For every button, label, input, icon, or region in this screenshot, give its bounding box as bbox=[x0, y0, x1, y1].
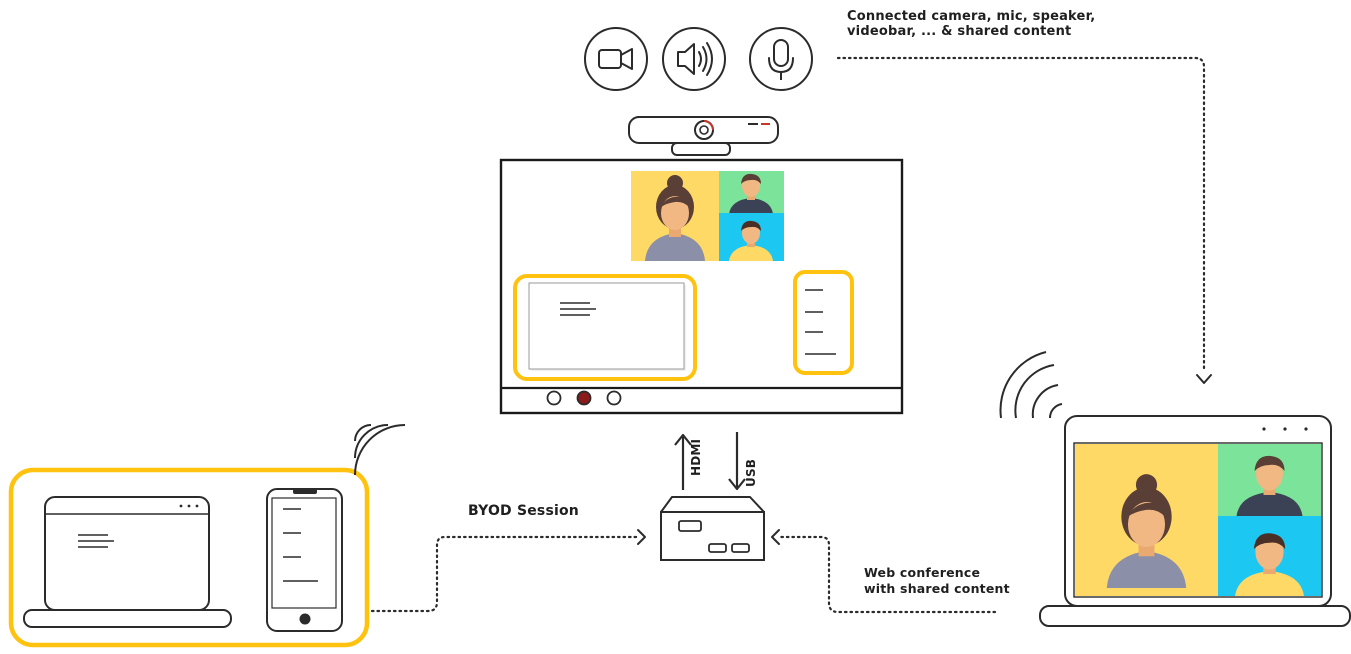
peripherals-label-line1: Connected camera, mic, speaker, bbox=[847, 9, 1096, 24]
arrowhead-left bbox=[771, 529, 780, 545]
shared-phone-highlight bbox=[793, 270, 854, 375]
byod-devices-highlight bbox=[8, 467, 370, 648]
speaker-icon bbox=[662, 27, 726, 91]
wifi-icon bbox=[999, 351, 1063, 419]
arrowhead-down bbox=[1196, 374, 1212, 384]
wifi-icon bbox=[354, 424, 406, 476]
shared-window-highlight bbox=[513, 274, 697, 381]
hdmi-arrow bbox=[674, 433, 692, 490]
byod-phone bbox=[266, 488, 343, 632]
byod-laptop bbox=[23, 496, 232, 628]
peripherals-connector bbox=[836, 56, 1206, 372]
webconf-connector bbox=[778, 535, 997, 614]
byod-base-unit bbox=[660, 496, 765, 561]
byod-session-label: BYOD Session bbox=[468, 503, 579, 519]
remote-laptop bbox=[1039, 415, 1351, 627]
usb-arrow bbox=[728, 432, 746, 491]
hdmi-label: HDMI bbox=[689, 438, 703, 476]
webconf-label-line1: Web conference bbox=[864, 565, 981, 580]
camera-icon bbox=[584, 27, 648, 91]
webconf-label-line2: with shared content bbox=[864, 581, 1010, 596]
peripherals-label-line2: videobar, ... & shared content bbox=[847, 24, 1072, 39]
videobar-icon bbox=[628, 116, 779, 156]
usb-label: USB bbox=[744, 458, 758, 487]
arrowhead-right bbox=[637, 529, 646, 545]
display-video-grid bbox=[631, 171, 784, 261]
byod-connector bbox=[370, 535, 639, 613]
microphone-icon bbox=[749, 27, 813, 91]
